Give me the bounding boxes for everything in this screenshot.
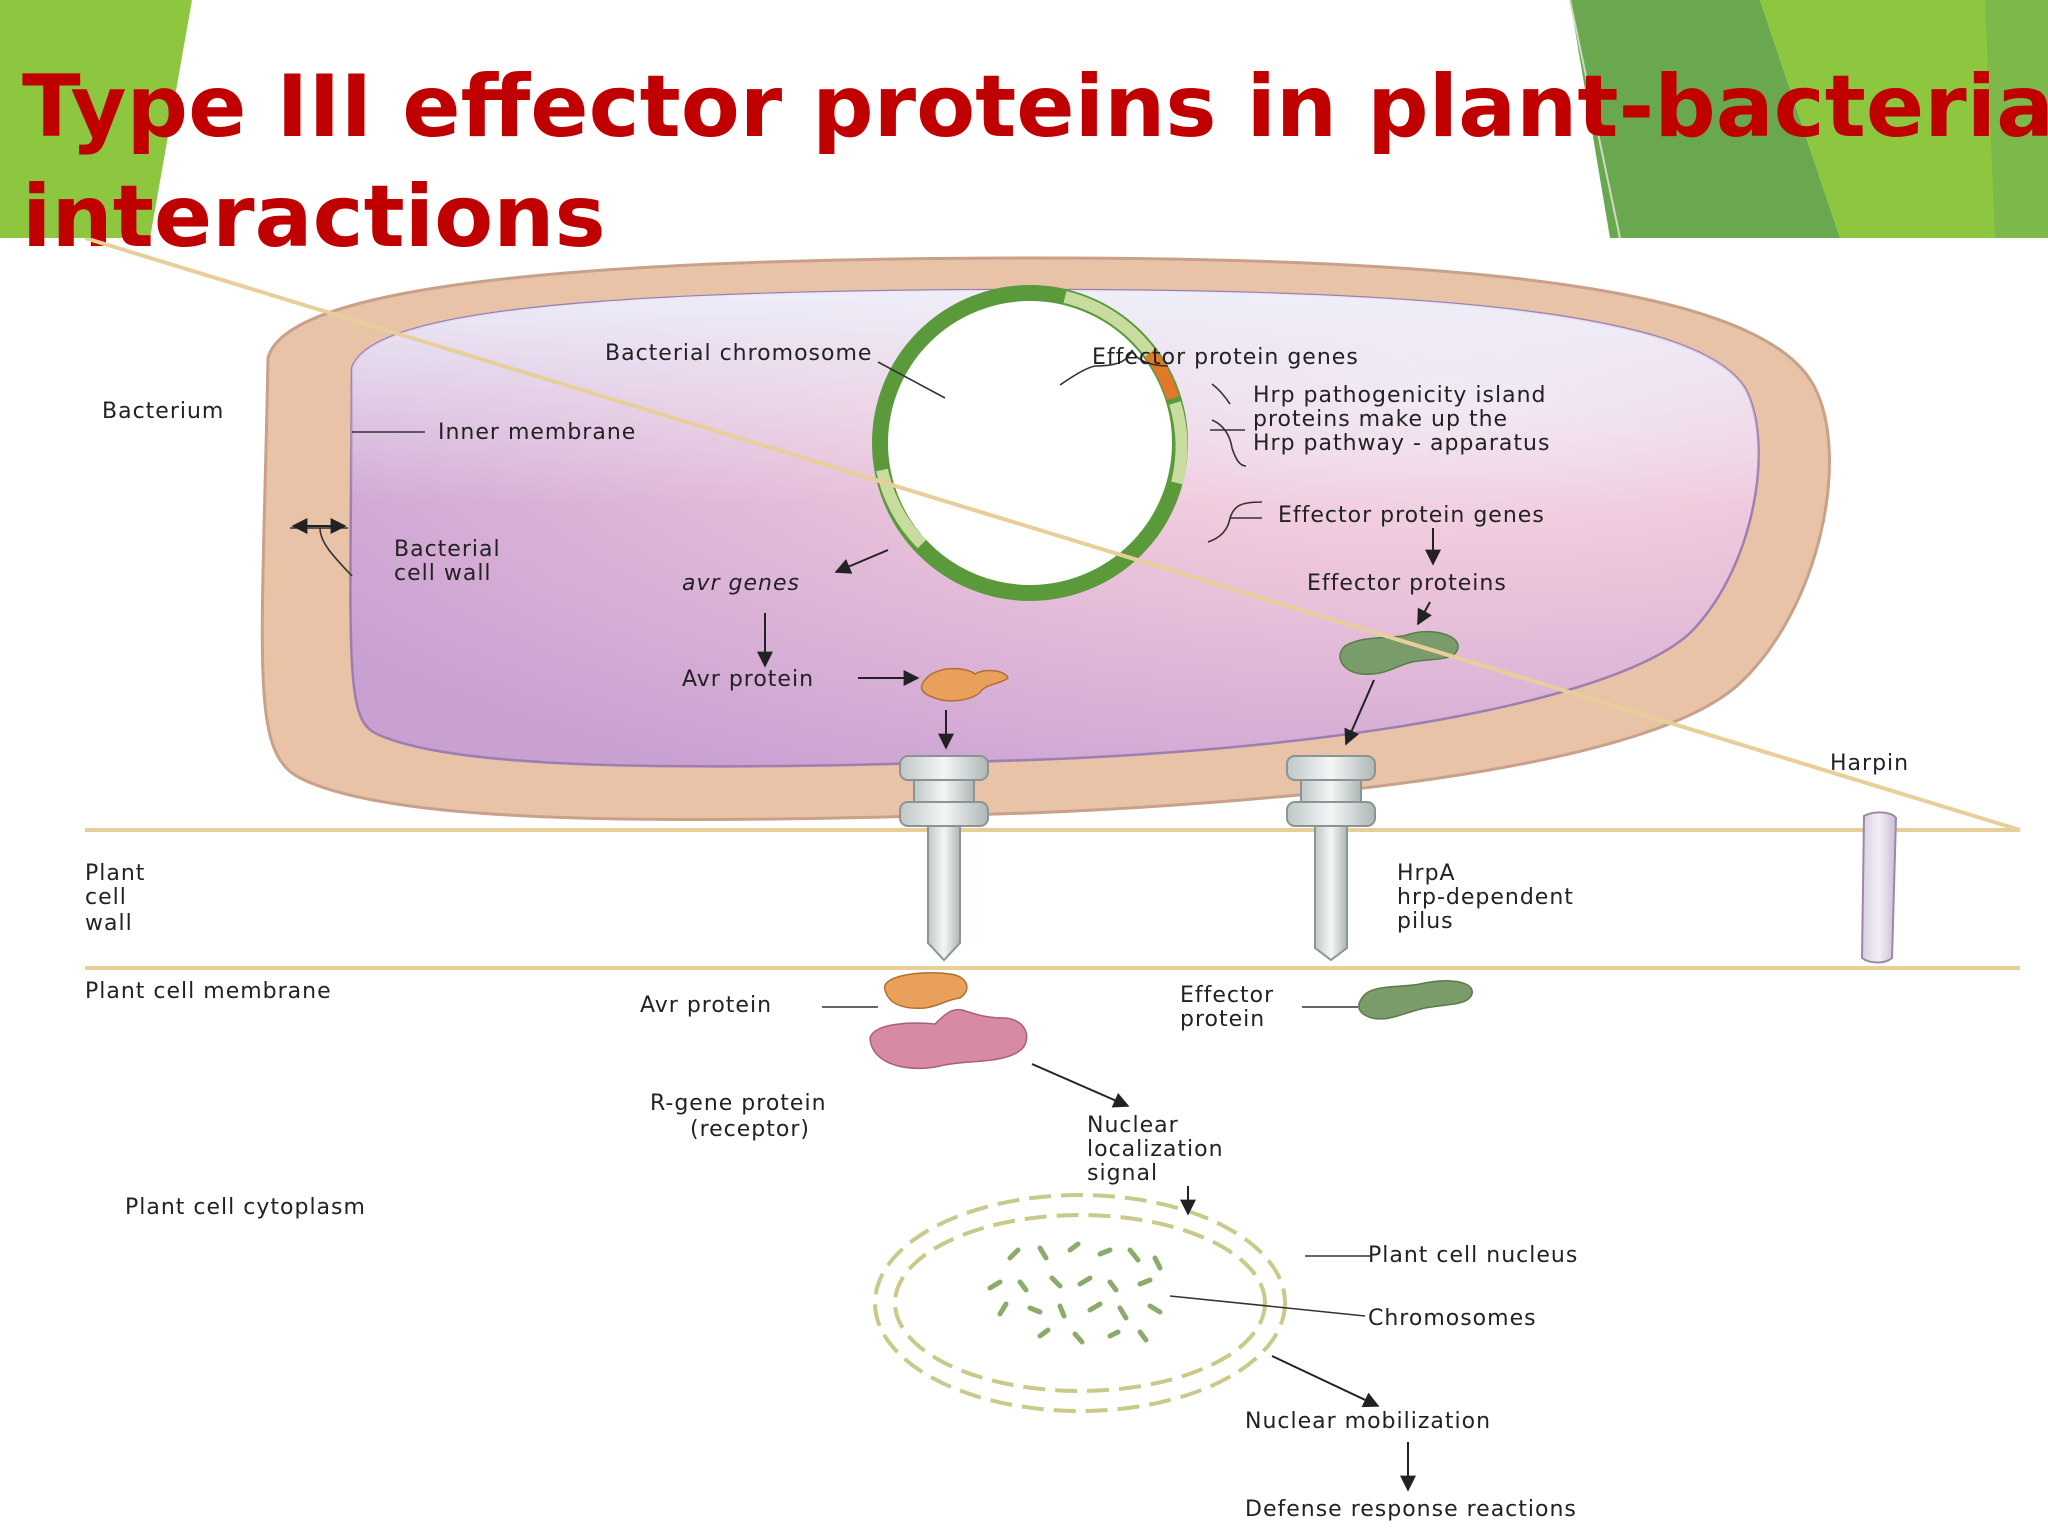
- decorative-accent-shapes: [0, 0, 2048, 238]
- hrp-island-segment: [1144, 349, 1180, 401]
- chromosomes-cluster: [987, 1241, 1163, 1345]
- secretion-needle-right: [1286, 755, 1376, 962]
- label-harpin: Harpin: [1830, 751, 1909, 776]
- label-hrpa-3: pilus: [1397, 909, 1454, 934]
- label-bacterium: Bacterium: [102, 399, 224, 424]
- secretion-needle-left: [899, 755, 989, 962]
- plant-cell-wall-band: [85, 828, 2020, 968]
- avr-protein-shape-bottom: [884, 972, 968, 1010]
- label-nuclear-mobilization: Nuclear mobilization: [1245, 1409, 1491, 1434]
- label-r-gene-1: R-gene protein: [650, 1091, 827, 1116]
- plant-cell-wall-top-line: [84, 238, 2021, 832]
- flow-arrows: [291, 518, 1441, 1492]
- label-nls-1: Nuclear: [1087, 1113, 1179, 1138]
- right-green-shape-dark: [1570, 0, 1840, 238]
- label-nls-3: signal: [1087, 1161, 1158, 1186]
- label-defense-response: Defense response reactions: [1245, 1497, 1577, 1522]
- label-effector-protein-bottom-2: protein: [1180, 1007, 1265, 1032]
- chromosome-light-segment-left: [876, 468, 927, 549]
- label-bacterial-chromosome: Bacterial chromosome: [605, 341, 872, 366]
- label-hrpa-1: HrpA: [1397, 861, 1456, 886]
- type-iii-secretion-diagram: Bacterium Inner membrane Bacterial cell …: [84, 238, 2021, 1522]
- label-inner-membrane: Inner membrane: [438, 420, 636, 445]
- label-effector-protein-bottom-1: Effector: [1180, 983, 1274, 1008]
- effector-protein-shape-bottom: [1358, 980, 1473, 1020]
- right-green-shape-stripe: [1985, 0, 2048, 238]
- label-plant-cell-membrane: Plant cell membrane: [85, 979, 332, 1004]
- r-gene-protein-shape: [869, 1008, 1028, 1070]
- label-hrp-island-1: Hrp pathogenicity island: [1253, 383, 1547, 408]
- label-plant-cell-wall-1: Plant: [85, 861, 145, 886]
- slide-title: Type III effector proteins in plant-bact…: [22, 52, 2048, 272]
- left-green-shape: [0, 0, 192, 238]
- label-plant-cell-wall-3: wall: [85, 911, 133, 936]
- label-avr-protein-top: Avr protein: [682, 667, 814, 692]
- label-effector-proteins: Effector proteins: [1307, 571, 1507, 596]
- avr-protein-shape-top: [920, 667, 1009, 702]
- label-effector-genes-right: Effector protein genes: [1278, 503, 1545, 528]
- label-chromosomes: Chromosomes: [1368, 1306, 1537, 1331]
- leader-lines: [290, 349, 1370, 1317]
- harpin-shape: [1860, 811, 1898, 964]
- label-avr-genes: avr genes: [682, 571, 800, 596]
- label-avr-protein-bottom: Avr protein: [640, 993, 772, 1018]
- right-green-shape-light: [1760, 0, 2048, 238]
- chromosome-light-segment-right: [1169, 401, 1188, 485]
- label-plant-cell-cytoplasm: Plant cell cytoplasm: [125, 1195, 366, 1220]
- label-effector-genes-top: Effector protein genes: [1092, 345, 1359, 370]
- label-plant-cell-wall-2: cell: [85, 885, 127, 910]
- label-bacterial-cell-wall-2: cell wall: [394, 561, 492, 586]
- label-hrpa-2: hrp-dependent: [1397, 885, 1574, 910]
- label-bacterial-cell-wall-1: Bacterial: [394, 537, 501, 562]
- plant-cell-nucleus: [873, 1193, 1287, 1413]
- effector-protein-shape-top: [1339, 630, 1459, 675]
- chromosome-light-segment-top: [1063, 291, 1155, 357]
- label-hrp-island-2: proteins make up the: [1253, 407, 1508, 432]
- label-plant-cell-nucleus: Plant cell nucleus: [1368, 1243, 1578, 1268]
- label-nls-2: localization: [1087, 1137, 1224, 1162]
- title-line-1: Type III effector proteins in plant-bact…: [22, 57, 2048, 157]
- label-hrp-island-3: Hrp pathway - apparatus: [1253, 431, 1550, 456]
- label-r-gene-2: (receptor): [690, 1117, 810, 1142]
